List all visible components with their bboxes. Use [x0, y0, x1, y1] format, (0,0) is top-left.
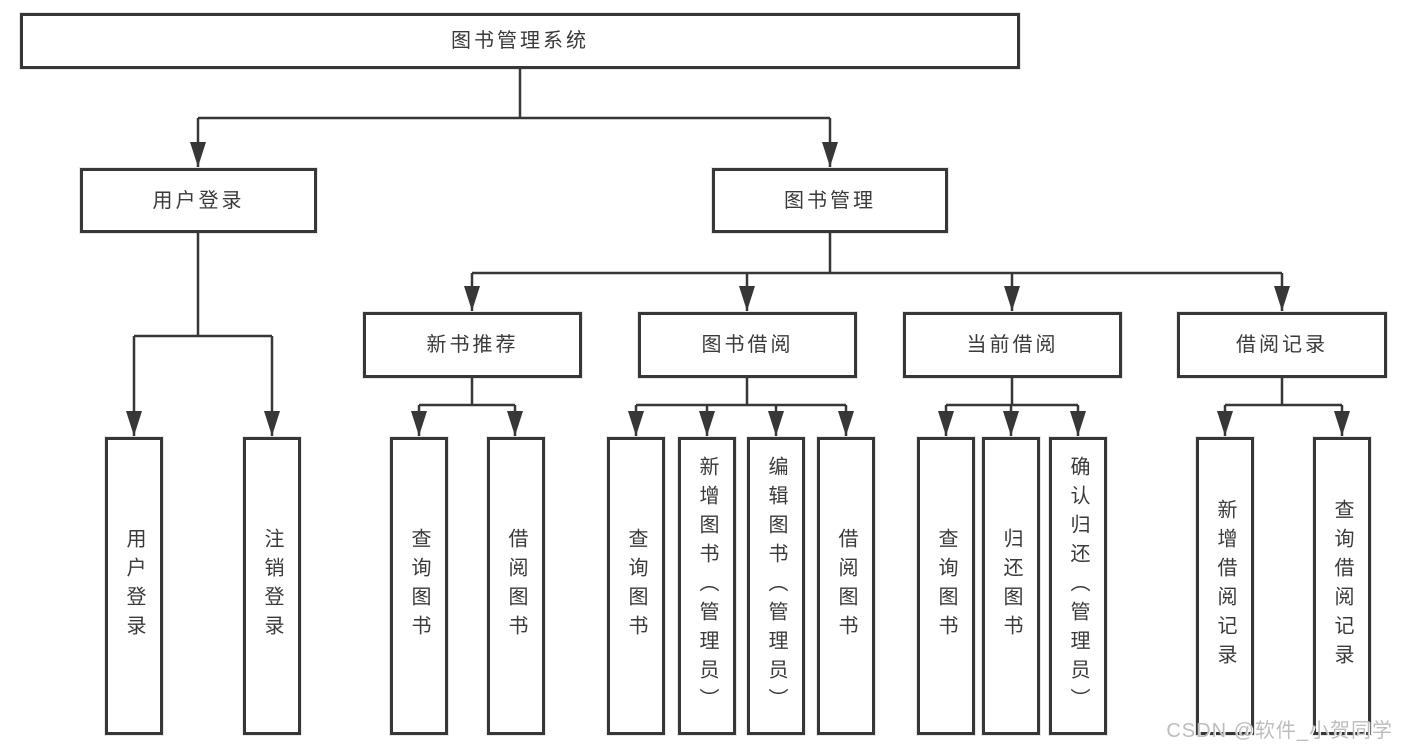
leaf-logout-login: 注销登录 — [243, 437, 301, 735]
node-book-management: 图书管理 — [712, 168, 948, 233]
leaf-return-book: 归还图书 — [982, 437, 1040, 735]
leaf-add-book-admin: 新增图书（管理员） — [678, 437, 736, 735]
leaf-query-book-current: 查询图书 — [917, 437, 975, 735]
node-current-borrow: 当前借阅 — [903, 312, 1122, 378]
leaf-add-borrow-record: 新增借阅记录 — [1196, 437, 1254, 735]
watermark: CSDN @软件_小贺同学 — [1166, 720, 1393, 742]
node-library-system: 图书管理系统 — [20, 13, 1020, 69]
leaf-confirm-return-admin: 确认归还（管理员） — [1049, 437, 1107, 735]
leaf-user-login: 用户登录 — [105, 437, 163, 735]
node-borrow-record: 借阅记录 — [1177, 312, 1387, 378]
node-new-book-recommend: 新书推荐 — [363, 312, 582, 378]
node-book-borrow: 图书借阅 — [638, 312, 857, 378]
leaf-query-book-newbooks: 查询图书 — [390, 437, 448, 735]
leaf-edit-book-admin: 编辑图书（管理员） — [747, 437, 805, 735]
node-user-login: 用户登录 — [80, 168, 317, 233]
leaf-borrow-book-newbooks: 借阅图书 — [487, 437, 545, 735]
leaf-borrow-book-borrow: 借阅图书 — [817, 437, 875, 735]
leaf-query-borrow-record: 查询借阅记录 — [1313, 437, 1371, 735]
leaf-query-book-borrow: 查询图书 — [607, 437, 665, 735]
